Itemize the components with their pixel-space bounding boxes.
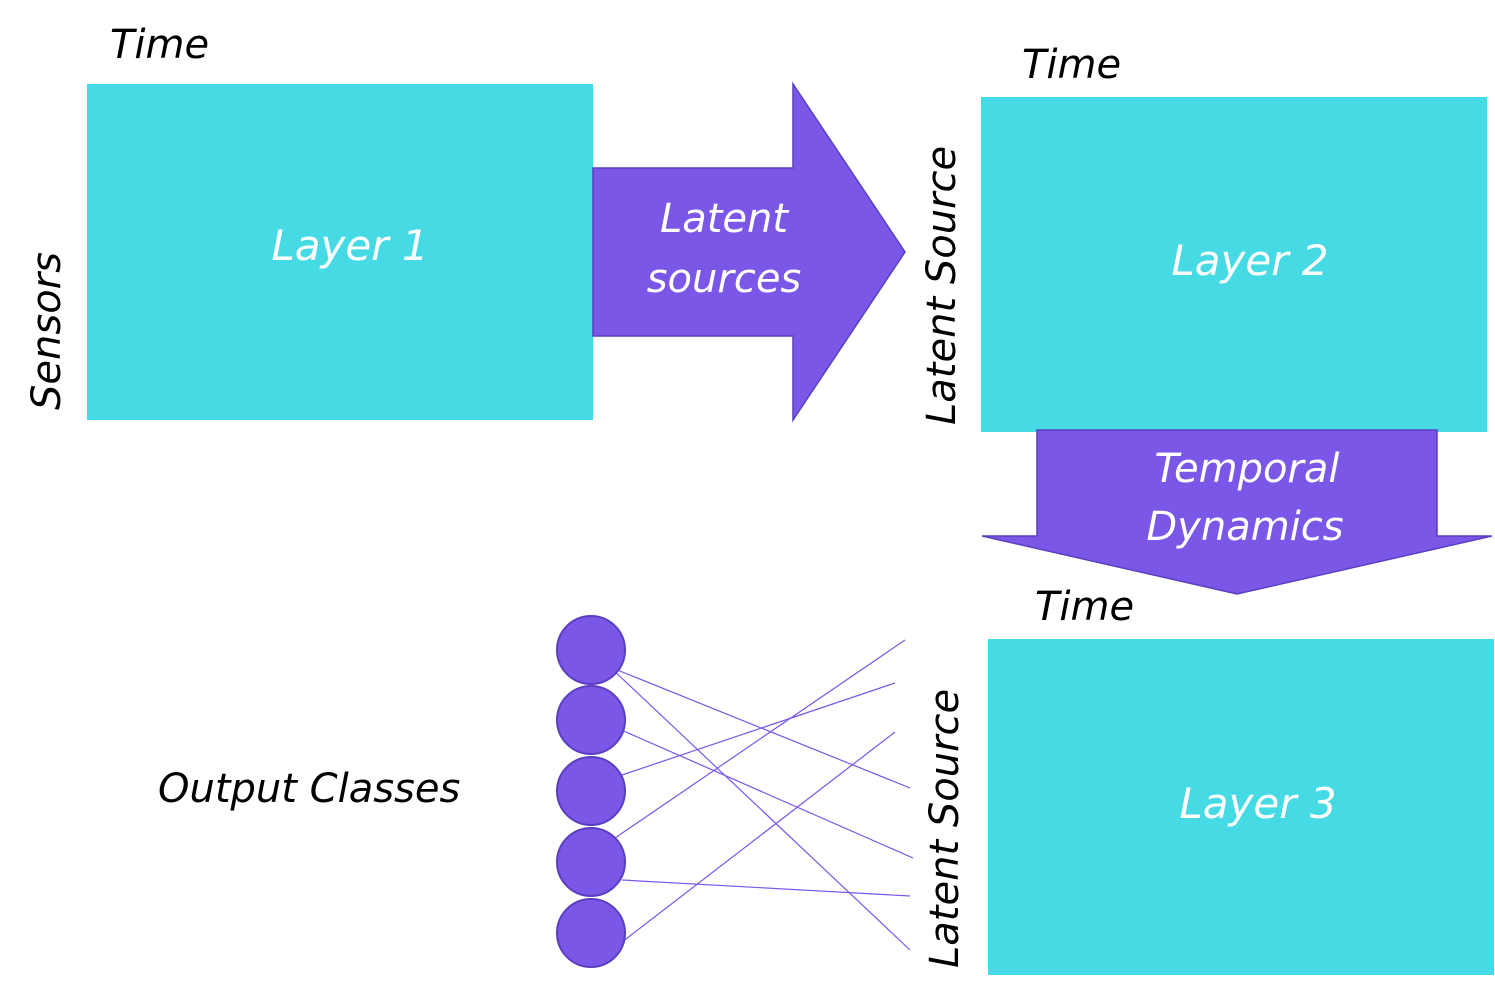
edge: [614, 639, 906, 839]
layer1-box: [87, 84, 593, 420]
output-node-3: [556, 756, 626, 826]
connection-lines: [609, 639, 914, 951]
layer1-time-label: Time: [110, 22, 209, 68]
layer2-box: [981, 97, 1487, 432]
temporal-dynamics-arrow: [981, 429, 1493, 595]
layer1-sensors-label: Sensors: [24, 252, 70, 410]
layer2-label: Layer 2: [1171, 236, 1328, 285]
edge: [621, 731, 896, 943]
output-node-1: [556, 615, 626, 685]
layer3-label: Layer 3: [1179, 779, 1336, 828]
layer2-time-label: Time: [1022, 42, 1121, 88]
layer3-latent-source-label: Latent Source: [922, 689, 968, 968]
temporal-dynamics-line1: Temporal: [1155, 446, 1340, 492]
output-node-2: [556, 685, 626, 755]
edge: [609, 666, 911, 951]
edge: [609, 666, 911, 789]
output-classes-label: Output Classes: [158, 766, 460, 812]
layer2-latent-source-label: Latent Source: [919, 146, 965, 425]
layer3-time-label: Time: [1035, 584, 1134, 630]
edge: [621, 682, 896, 776]
temporal-dynamics-line2: Dynamics: [1146, 504, 1343, 550]
edge: [621, 879, 911, 897]
latent-sources-line2: sources: [647, 256, 802, 302]
layer3-box: [988, 639, 1494, 975]
output-node-5: [556, 898, 626, 968]
layer1-label: Layer 1: [271, 221, 428, 270]
output-node-4: [556, 827, 626, 897]
output-nodes: [556, 615, 626, 968]
edge: [609, 724, 914, 859]
latent-sources-line1: Latent: [660, 196, 789, 242]
latent-sources-arrow: [592, 81, 906, 423]
